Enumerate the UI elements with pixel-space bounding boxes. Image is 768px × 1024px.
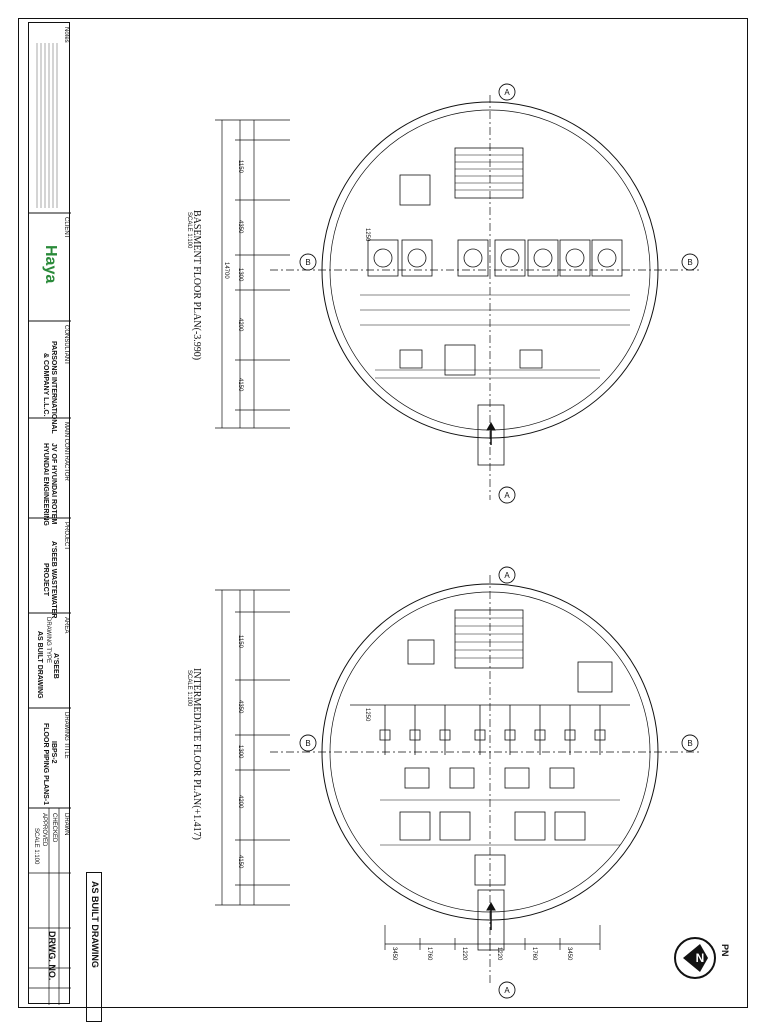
plan-2-bottom-dimensions — [384, 925, 601, 950]
p2-dim-bottom-5: 1760 — [531, 947, 537, 961]
p1-dim-left-5: 4150 — [237, 378, 243, 392]
p1-dim-left-3: 1300 — [237, 268, 243, 282]
p1-dim-left-4: 4200 — [237, 318, 243, 332]
p2-dim-top-1: 1250 — [364, 708, 370, 722]
p2-dim-left-5: 4150 — [237, 855, 243, 869]
plan-2-valve-row — [350, 704, 630, 755]
svg-text:A: A — [504, 88, 510, 97]
north-letter: N — [696, 951, 705, 965]
plan-1-inlet-pipe — [477, 404, 505, 466]
plan-2-inlet-pipe — [477, 889, 505, 951]
p2-dim-left-4: 4200 — [237, 795, 243, 809]
p1-dim-top-1: 1250 — [364, 228, 370, 242]
section-markers — [299, 83, 699, 999]
svg-text:A: A — [504, 491, 510, 500]
p2-dim-bottom-2: 1760 — [426, 947, 432, 961]
p2-dim-bottom-3: 1220 — [461, 947, 467, 961]
plan-2-stairs — [454, 609, 524, 669]
north-label: PN — [720, 944, 730, 957]
svg-text:A: A — [504, 986, 510, 995]
svg-text:B: B — [687, 739, 692, 748]
plan-2-access-opening — [577, 661, 613, 693]
as-built-stamp-box: AS BUILT DRAWING — [86, 872, 102, 1022]
title-block: Notes CLIENT Haya CONSULTANT PARSONS INT… — [28, 22, 71, 1005]
svg-text:B: B — [305, 739, 310, 748]
plan-1-dimension-lines — [215, 119, 290, 429]
plan-1-stairs — [454, 147, 524, 199]
p2-dim-left-3: 1300 — [237, 745, 243, 759]
svg-text:B: B — [687, 258, 692, 267]
plan-2-dimension-lines — [215, 589, 290, 906]
north-arrow-icon — [674, 937, 716, 979]
p2-dim-bottom-6: 3450 — [566, 947, 572, 961]
svg-text:A: A — [504, 571, 510, 580]
p1-dim-left-1: 1150 — [237, 160, 243, 173]
p2-dim-bottom-4: 1220 — [496, 947, 502, 961]
p1-dim-total: 14700 — [223, 262, 229, 279]
p2-dim-bottom-1: 3450 — [391, 947, 397, 961]
p1-dim-left-2: 4350 — [237, 220, 243, 234]
drawing-sheet — [18, 18, 748, 1008]
svg-text:B: B — [305, 258, 310, 267]
p2-dim-left-2: 4350 — [237, 700, 243, 714]
plan-1-pump-row — [367, 239, 623, 277]
title-block-grid — [29, 43, 71, 1005]
p2-dim-left-1: 1150 — [237, 635, 243, 648]
